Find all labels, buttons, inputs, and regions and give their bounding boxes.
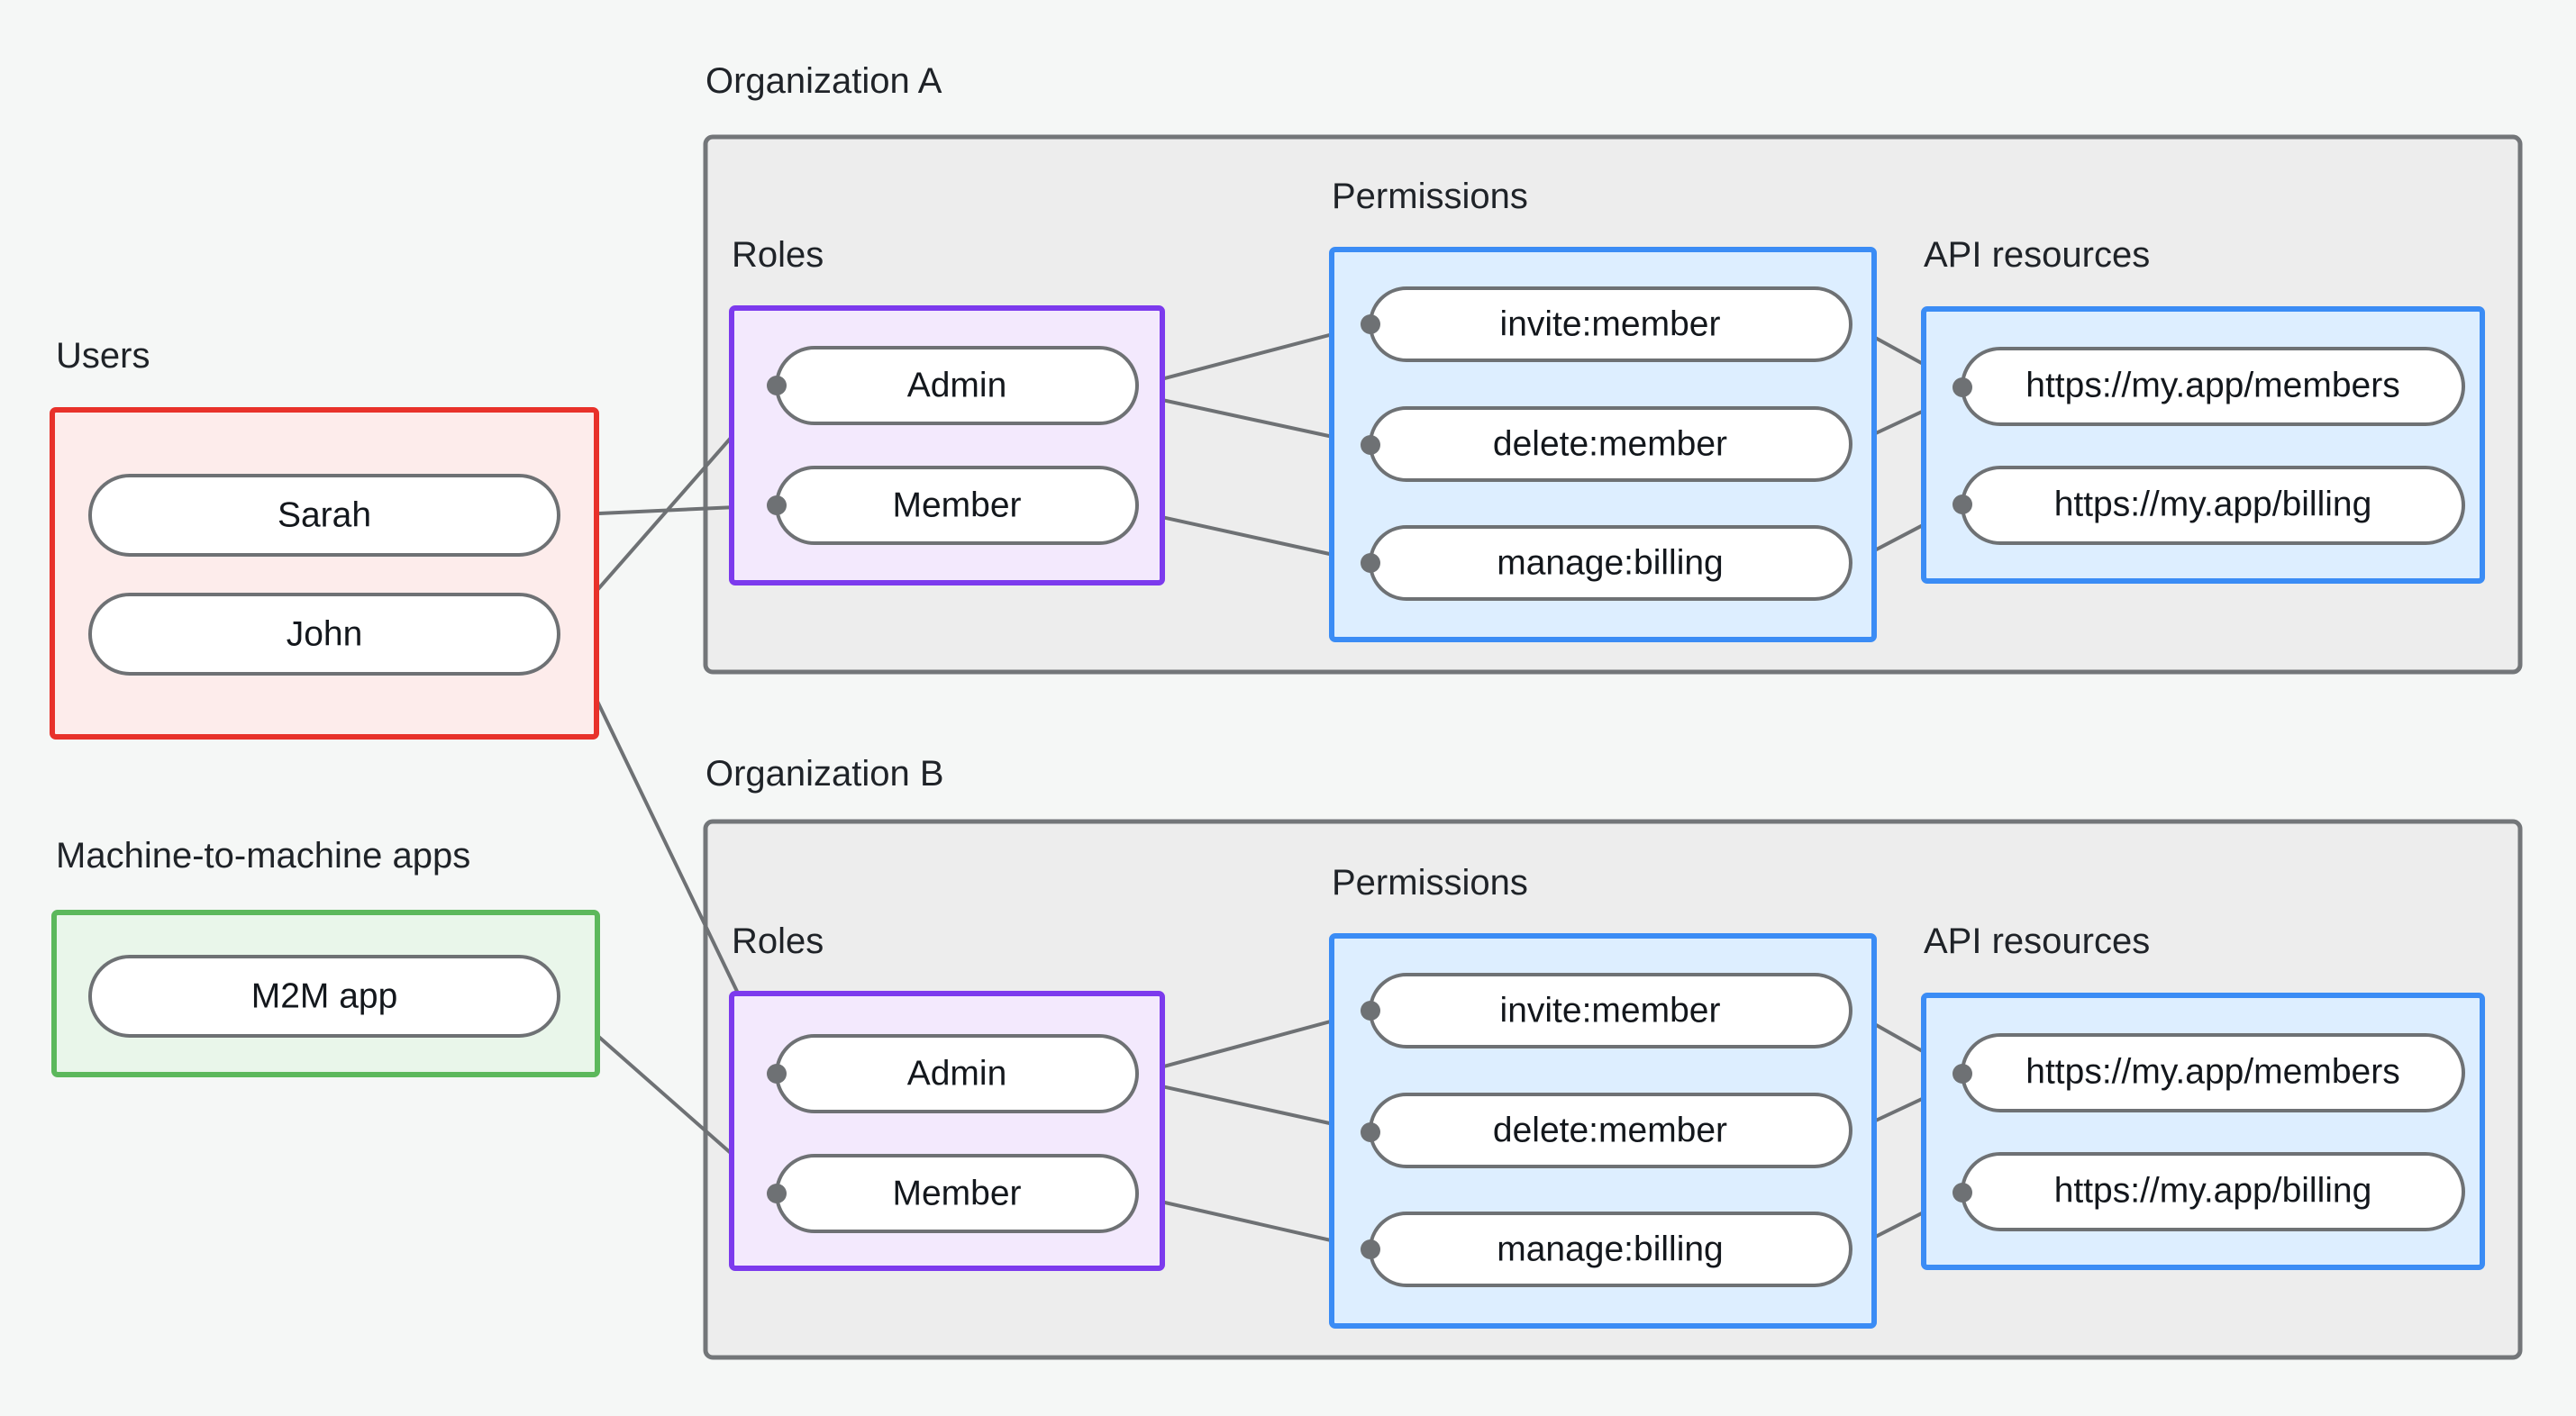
m2m-node-app[interactable]: M2M app: [88, 955, 560, 1038]
edge-endpoint-dot-layer: [767, 314, 1972, 1259]
edge-dot-orga-member-left: [767, 495, 787, 515]
orgb-permissions-label: Permissions: [1332, 863, 1528, 903]
organization-a-label: Organization A: [705, 61, 942, 101]
users-label: Users: [56, 336, 150, 376]
orgb-role-node-member[interactable]: Member: [775, 1154, 1139, 1233]
orga-permission-node-invite[interactable]: invite:member: [1369, 286, 1852, 362]
orgb-permission-label-delete: delete:member: [1493, 1111, 1727, 1149]
m2m-label: Machine-to-machine apps: [56, 836, 470, 876]
user-node-sarah[interactable]: Sarah: [88, 474, 560, 557]
orga-role-label-admin: Admin: [907, 366, 1007, 404]
orgb-api-label: API resources: [1924, 921, 2150, 961]
edge-dot-orgb-invite-left: [1361, 1001, 1380, 1021]
edge-dot-orgb-delete-left: [1361, 1122, 1380, 1142]
edge-dot-orga-admin-left: [767, 376, 787, 395]
orga-role-node-member[interactable]: Member: [775, 466, 1139, 545]
edge-dot-orga-billing-left: [1361, 553, 1380, 573]
m2m-label-app: M2M app: [251, 976, 398, 1015]
orga-permission-node-delete[interactable]: delete:member: [1369, 406, 1852, 482]
orga-role-label-member: Member: [892, 486, 1021, 524]
orgb-api-label-members: https://my.app/members: [2025, 1052, 2399, 1091]
m2m-pill-app[interactable]: [88, 955, 560, 1038]
orgb-permission-node-invite[interactable]: invite:member: [1369, 973, 1852, 1048]
m2m-group: Machine-to-machine apps M2M app: [51, 836, 600, 1077]
orgb-roles-group: Roles Admin Member: [729, 921, 1165, 1271]
orga-api-label: API resources: [1924, 235, 2150, 275]
edge-dot-orgb-members-left: [1952, 1064, 1972, 1084]
orga-roles-group: Roles Admin Member: [729, 235, 1165, 585]
users-container[interactable]: [50, 407, 599, 740]
orgb-api-node-members[interactable]: https://my.app/members: [1961, 1033, 2465, 1112]
orga-permission-label-billing: manage:billing: [1497, 543, 1724, 582]
orga-role-node-admin[interactable]: Admin: [775, 346, 1139, 425]
orga-api-group: API resources https://my.app/members htt…: [1921, 235, 2485, 584]
orgb-roles-label: Roles: [732, 921, 824, 961]
edge-dot-orgb-apibilling-left: [1952, 1183, 1972, 1203]
organization-b-label: Organization B: [705, 754, 944, 794]
edge-dot-orgb-admin-left: [767, 1064, 787, 1084]
user-node-john[interactable]: John: [88, 593, 560, 676]
user-pill-john[interactable]: [88, 593, 560, 676]
orga-api-node-members[interactable]: https://my.app/members: [1961, 347, 2465, 426]
orgb-api-node-billing[interactable]: https://my.app/billing: [1961, 1152, 2465, 1231]
orgb-role-node-admin[interactable]: Admin: [775, 1034, 1139, 1113]
edge-dot-orga-delete-left: [1361, 435, 1380, 455]
user-label-john: John: [287, 614, 363, 653]
orgb-role-label-member: Member: [892, 1174, 1021, 1212]
orgb-permission-node-delete[interactable]: delete:member: [1369, 1093, 1852, 1168]
orgb-permissions-group: Permissions invite:member delete:member …: [1329, 863, 1877, 1329]
edge-dot-orga-members-left: [1952, 377, 1972, 397]
orgb-api-label-billing: https://my.app/billing: [2054, 1171, 2372, 1210]
orga-permission-node-billing[interactable]: manage:billing: [1369, 525, 1852, 601]
orga-permissions-label: Permissions: [1332, 177, 1528, 216]
edge-dot-orga-apibilling-left: [1952, 495, 1972, 514]
orgb-permission-node-billing[interactable]: manage:billing: [1369, 1212, 1852, 1287]
orga-api-label-billing: https://my.app/billing: [2054, 485, 2372, 523]
orga-roles-label: Roles: [732, 235, 824, 275]
edge-dot-orgb-billing-left: [1361, 1239, 1380, 1259]
edge-dot-orga-invite-left: [1361, 314, 1380, 334]
user-pill-sarah[interactable]: [88, 474, 560, 557]
orgb-role-label-admin: Admin: [907, 1054, 1007, 1093]
orga-api-label-members: https://my.app/members: [2025, 366, 2399, 404]
orga-permissions-group: Permissions invite:member delete:member …: [1329, 177, 1877, 642]
orgb-permission-label-billing: manage:billing: [1497, 1230, 1724, 1268]
orga-permission-label-delete: delete:member: [1493, 424, 1727, 463]
edge-dot-orgb-member-left: [767, 1184, 787, 1203]
orgb-permission-label-invite: invite:member: [1500, 991, 1721, 1030]
orga-permission-label-invite: invite:member: [1500, 304, 1721, 343]
orga-api-node-billing[interactable]: https://my.app/billing: [1961, 466, 2465, 545]
user-label-sarah: Sarah: [278, 495, 371, 534]
users-group: Users Sarah John: [50, 336, 599, 740]
